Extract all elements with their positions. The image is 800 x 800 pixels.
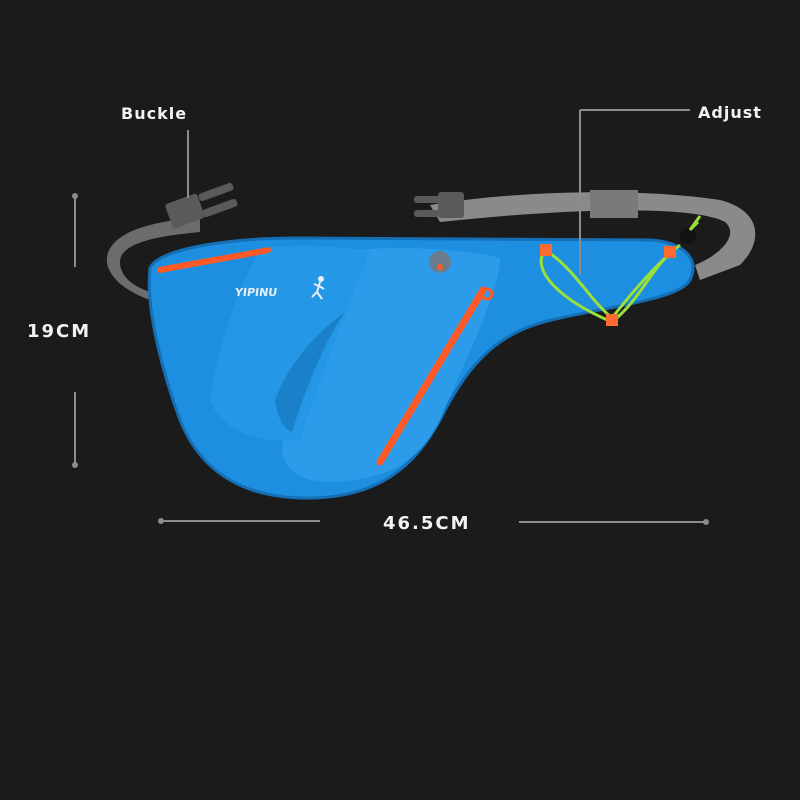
cord-loop-right <box>664 246 676 258</box>
buckle-left <box>165 182 238 229</box>
runner-logo-icon <box>311 276 325 300</box>
cord-loop-left <box>540 244 552 256</box>
headphone-port-dot <box>437 264 443 270</box>
annotation-lines <box>74 109 705 523</box>
height-dimension-label: 19CM <box>27 321 92 342</box>
brand-logo-text: YIPINU <box>233 286 278 299</box>
headphone-port-icon <box>429 251 451 273</box>
adjust-annotation: Adjust <box>698 103 762 122</box>
waist-strap <box>106 218 200 300</box>
cord-loop-bottom <box>606 314 618 326</box>
cord-end <box>688 215 702 232</box>
strap-adjuster-sleeve <box>590 190 638 218</box>
top-zipper <box>157 247 271 273</box>
width-dimension-label: 46.5CM <box>383 513 471 534</box>
zipper-pull-icon <box>480 287 494 301</box>
buckle-annotation: Buckle <box>121 104 188 123</box>
cord-lock-icon <box>680 228 696 244</box>
bottle-sleeve <box>210 245 370 441</box>
buckle-right <box>414 192 464 218</box>
mesh-panel <box>275 312 345 432</box>
waist-strap-right <box>430 192 756 280</box>
diagonal-zipper <box>376 286 487 466</box>
dimension-endpoints <box>72 193 709 525</box>
